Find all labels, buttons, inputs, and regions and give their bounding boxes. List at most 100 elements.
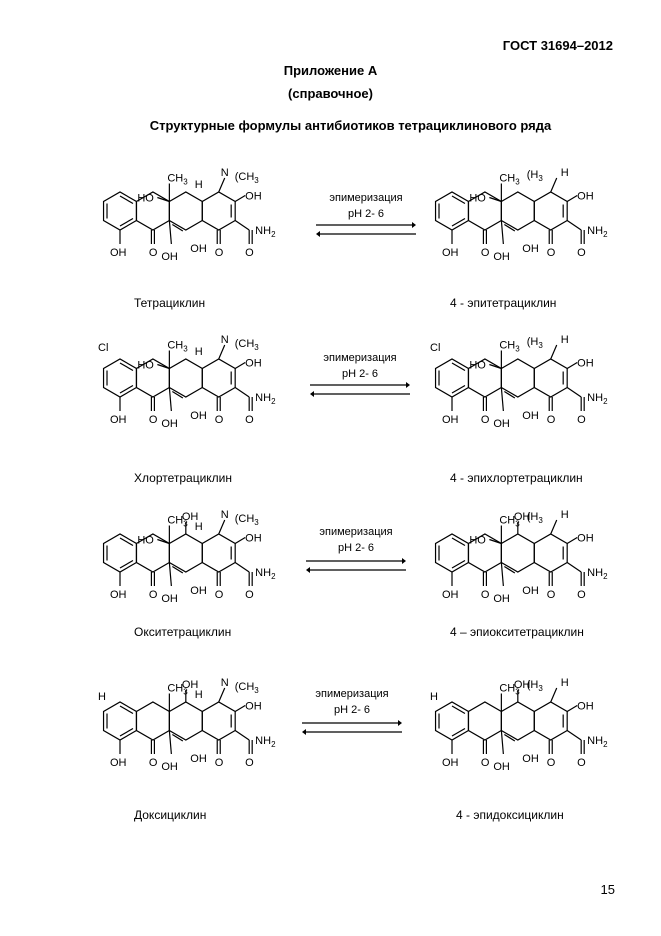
hydroxyl-label: OH	[190, 753, 207, 765]
appendix-title: Приложение А	[283, 63, 378, 78]
hydroxyl-label: HO	[137, 360, 154, 372]
bond	[566, 730, 582, 741]
bond	[157, 196, 170, 203]
double-bond	[172, 223, 184, 232]
ring-3	[168, 701, 203, 741]
bond	[234, 704, 246, 713]
hydroxyl-label: OH	[514, 511, 531, 523]
compound-name-oxytetracycline: Окситетрациклин	[134, 625, 232, 639]
nitrogen-label: N	[221, 509, 229, 521]
ring-4	[533, 701, 568, 741]
hydrogen-label: H	[195, 689, 203, 701]
bond	[157, 538, 170, 545]
hydroxyl-label: OH	[577, 701, 594, 713]
bond	[489, 538, 502, 545]
equilibrium-arrows-icon	[316, 222, 416, 237]
ring-1	[102, 533, 138, 573]
compound-name-4-epichlortetracycline: 4 - эпихлортетрациклин	[450, 471, 583, 485]
double-bond	[451, 195, 466, 205]
dimethyl-label: (CH3	[235, 681, 260, 695]
bond	[218, 687, 226, 703]
bond	[566, 704, 578, 713]
equilibrium-arrows-icon	[310, 382, 410, 397]
double-bond	[451, 362, 466, 372]
oxygen-label: O	[481, 589, 490, 601]
hydroxyl-label: OH	[522, 753, 539, 765]
oxygen-label: O	[149, 247, 158, 259]
appendix-type: (справочное)	[288, 86, 373, 101]
hydrogen-label: H	[195, 346, 203, 358]
oxygen-label: O	[481, 247, 490, 259]
hydroxyl-label: HO	[469, 193, 486, 205]
bond	[500, 730, 504, 755]
dimethyl-label: (CH3	[235, 338, 260, 352]
hydroxyl-label: OH	[442, 757, 459, 769]
bond	[550, 344, 558, 360]
arrow-label: эпимеризация	[323, 352, 397, 364]
oxygen-label: O	[547, 757, 556, 769]
double-bond	[504, 565, 516, 574]
hydroxyl-label: HO	[137, 535, 154, 547]
hydrogen-label: H	[561, 509, 569, 521]
hydroxyl-label: HO	[469, 535, 486, 547]
hydroxyl-label: OH	[245, 701, 262, 713]
bond	[234, 361, 246, 370]
compound-name-tetracycline: Тетрациклин	[134, 296, 206, 310]
oxygen-label: O	[547, 414, 556, 426]
oxygen-label: O	[149, 414, 158, 426]
dimethyl-label: (H3	[527, 679, 544, 693]
ring-4	[533, 533, 568, 573]
epimerization-arrow-3: эпимеризация pH 2- 6	[306, 526, 406, 576]
bond	[234, 220, 250, 231]
compound-name-chlortetracycline: Хлортетрациклин	[134, 471, 232, 485]
compound-name-4-epidoxycycline: 4 - эпидоксициклин	[456, 808, 564, 822]
hydroxyl-label: OH	[161, 761, 178, 773]
double-bond	[504, 733, 516, 742]
arrow-ph: pH 2- 6	[347, 208, 385, 220]
oxygen-label: O	[215, 589, 224, 601]
chlorine-label: Cl	[430, 342, 440, 354]
bond	[234, 536, 246, 545]
hydroxyl-label: OH	[522, 243, 539, 255]
ring-4	[533, 358, 568, 398]
compound-name-doxycycline: Доксициклин	[134, 808, 207, 822]
hydroxyl-label: OH	[577, 358, 594, 370]
arrow-label: эпимеризация	[329, 192, 403, 204]
dimethyl-label: (CH3	[235, 513, 260, 527]
bond	[157, 363, 170, 370]
nitrogen-label: N	[221, 677, 229, 689]
double-bond	[119, 195, 134, 205]
double-bond	[119, 705, 134, 715]
epimerization-arrow-2: эпимеризация pH 2- 6	[310, 352, 410, 402]
hydroxyl-label: OH	[190, 410, 207, 422]
hydroxyl-label: OH	[442, 414, 459, 426]
dimethyl-label: (H3	[527, 511, 544, 525]
equilibrium-arrows-icon	[306, 558, 406, 573]
ring-4	[201, 533, 236, 573]
oxygen-label: O	[547, 247, 556, 259]
double-bond	[172, 390, 184, 399]
oxygen-label: O	[547, 589, 556, 601]
bond	[566, 361, 578, 370]
hydroxyl-label: OH	[110, 757, 127, 769]
oxygen-label: O	[215, 247, 224, 259]
oxygen-label: O	[149, 589, 158, 601]
bond	[218, 177, 226, 193]
ring-1	[102, 191, 138, 231]
bond	[234, 194, 246, 203]
ring-3	[500, 533, 535, 573]
double-bond	[504, 223, 516, 232]
hydroxyl-label: OH	[245, 191, 262, 203]
double-bond	[119, 217, 134, 227]
hydroxyl-label: OH	[161, 593, 178, 605]
dimethyl-label: (CH3	[235, 171, 260, 185]
ring-2	[135, 701, 170, 741]
equilibrium-arrows-icon	[302, 720, 402, 735]
oxygen-label: O	[481, 757, 490, 769]
amide-label: NH2	[255, 392, 276, 406]
hydroxyl-label: OH	[182, 679, 199, 691]
hydroxyl-label: OH	[493, 593, 510, 605]
bond	[168, 562, 172, 587]
